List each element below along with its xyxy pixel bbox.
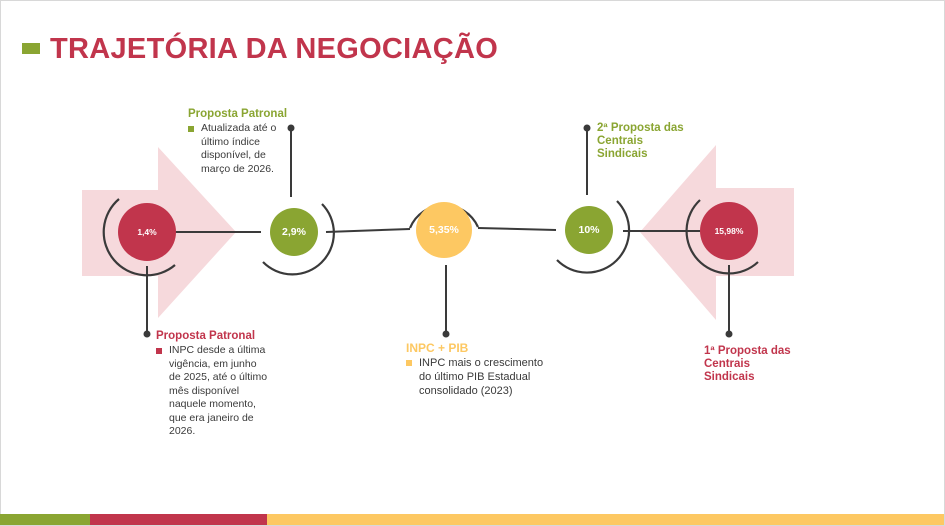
milestone-circle-4 (565, 206, 613, 254)
milestone-circle-2 (270, 208, 318, 256)
milestone-ring (685, 199, 759, 275)
leader-dot (725, 330, 733, 338)
milestone-value-5: 15,98% (714, 226, 744, 236)
milestone-value-3: 5,35% (429, 224, 459, 236)
milestone-ring (556, 200, 631, 274)
annotation-segunda-proposta: 2ª Proposta das Centrais Sindicais (597, 122, 687, 161)
footer-stripe-yellow (267, 514, 944, 525)
annotation-heading: 2ª Proposta das Centrais Sindicais (597, 122, 684, 160)
annotation-text: INPC desde a última vigência, em junho d… (169, 344, 268, 437)
annotation-proposta-patronal-top: Proposta Patronal Atualizada até o últim… (188, 108, 288, 176)
timeline-connector (325, 228, 411, 233)
leader-dot (143, 330, 151, 338)
square-bullet-icon (406, 360, 412, 366)
page-title: TRAJETÓRIA DA NEGOCIAÇÃO (50, 33, 499, 65)
annotation-text: INPC mais o crescimento do último PIB Es… (419, 357, 544, 397)
square-bullet-icon (188, 126, 194, 132)
milestone-ring (262, 203, 335, 276)
milestone-circle-3 (416, 202, 472, 258)
annotation-heading: Proposta Patronal (156, 330, 256, 342)
annotation-text: Atualizada até o último índice disponíve… (201, 122, 277, 175)
annotation-heading: INPC + PIB (406, 341, 469, 355)
annotation-proposta-patronal-bottom: Proposta Patronal INPC desde a última vi… (156, 330, 268, 439)
square-bullet-icon (156, 348, 162, 354)
annotation-heading: 1ª Proposta das Centrais Sindicais (704, 345, 791, 383)
annotation-primeira-proposta: 1ª Proposta das Centrais Sindicais (704, 345, 794, 384)
milestone-value-1: 1,4% (137, 227, 157, 237)
milestone-ring (102, 198, 176, 277)
milestone-circle-1 (118, 203, 176, 261)
milestone-value-2: 2,9% (282, 226, 306, 238)
annotation-heading: Proposta Patronal (188, 108, 288, 120)
milestone-circle-5 (700, 202, 758, 260)
leader-dot (442, 330, 450, 338)
timeline-connector (477, 227, 557, 231)
annotation-inpc-pib: INPC + PIB INPC mais o crescimento do úl… (406, 342, 556, 398)
milestone-value-4: 10% (578, 224, 600, 236)
leader-dot (287, 124, 295, 132)
footer-stripe-green (0, 514, 90, 525)
title-accent-bar (22, 43, 40, 54)
annotation-body: INPC desde a última vigência, em junho d… (156, 344, 268, 439)
footer-stripe-red (90, 514, 267, 525)
annotation-body: INPC mais o crescimento do último PIB Es… (406, 356, 556, 398)
annotation-body: Atualizada até o último índice disponíve… (188, 122, 288, 176)
leader-dot (583, 124, 591, 132)
